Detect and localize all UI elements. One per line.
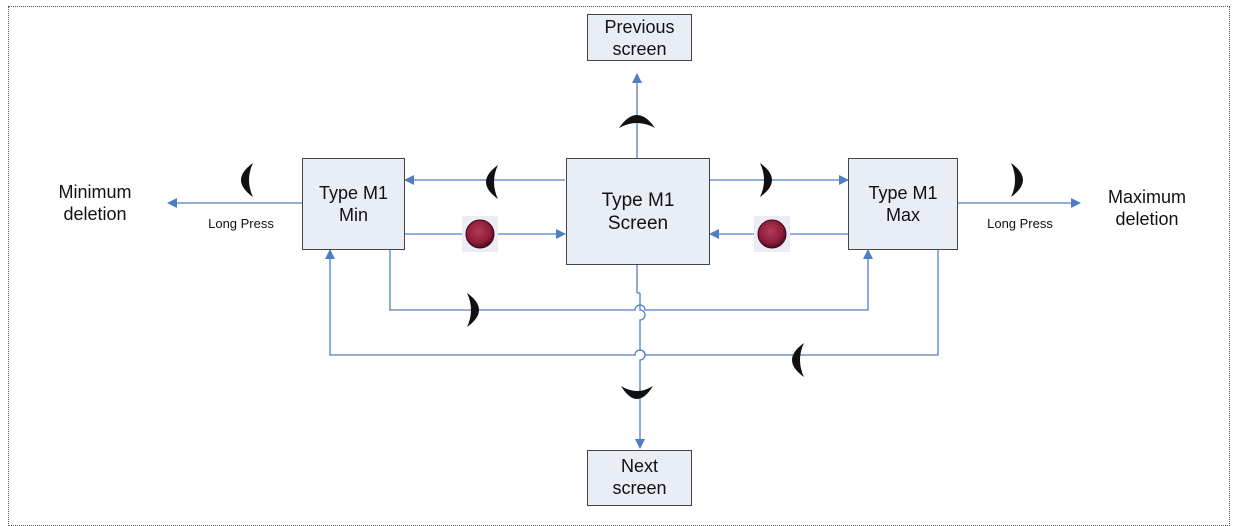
arrow-max-to-min bbox=[325, 249, 939, 356]
maximum-deletion-label: Maximum deletion bbox=[1107, 187, 1186, 229]
right-key-icon bbox=[1011, 163, 1023, 197]
minimum-deletion-label: Minimum deletion bbox=[58, 182, 132, 224]
type-m1-min-box: Type M1 Min bbox=[302, 158, 405, 250]
enter-button-icon bbox=[465, 219, 495, 249]
type-m1-max-label: Type M1 Max bbox=[868, 183, 938, 225]
type-m1-max-box: Type M1 Max bbox=[848, 158, 958, 250]
arrow-to-next bbox=[635, 293, 646, 449]
up-key-icon bbox=[619, 115, 655, 128]
previous-screen-box: Previous screen bbox=[587, 14, 692, 61]
right-key-icon bbox=[760, 163, 772, 197]
type-m1-screen-label: Type M1 Screen bbox=[601, 189, 675, 234]
flow-connectors bbox=[167, 73, 1081, 449]
next-screen-label: Next screen bbox=[612, 456, 667, 498]
next-screen-box: Next screen bbox=[587, 450, 692, 506]
left-key-icon bbox=[792, 343, 804, 377]
enter-button-icon bbox=[757, 219, 787, 249]
type-m1-min-label: Type M1 Min bbox=[318, 183, 389, 225]
long-press-left-label: Long Press bbox=[208, 216, 274, 231]
right-key-icon bbox=[467, 293, 479, 327]
type-m1-screen-box: Type M1 Screen bbox=[566, 158, 710, 265]
left-key-icon bbox=[241, 163, 253, 197]
down-key-icon bbox=[621, 386, 653, 399]
left-key-icon bbox=[486, 165, 498, 199]
long-press-right-label: Long Press bbox=[987, 216, 1053, 231]
arrow-min-to-max bbox=[389, 249, 873, 311]
previous-screen-label: Previous screen bbox=[604, 16, 675, 59]
